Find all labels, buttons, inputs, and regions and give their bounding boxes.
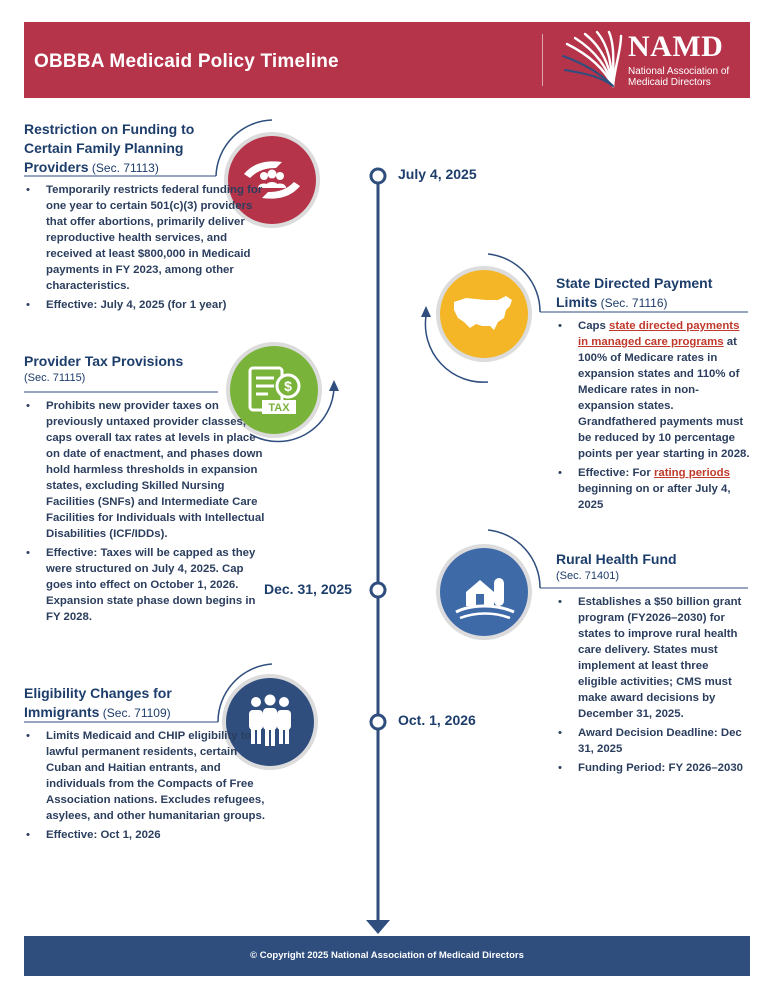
immigrant-bullet-2: Effective: Oct 1, 2026 [24,827,268,843]
state-directed-title: State Directed Payment Limits (Sec. 7111… [556,274,750,313]
immigrant-sec: (Sec. 71109) [99,706,171,720]
tax-arc-arrow-icon [329,380,339,391]
immigrant-title-line1: Eligibility Changes for [24,685,172,701]
immigrant-title-line2: Immigrants [24,704,100,720]
family-bullet-2: Effective: July 4, 2025 (for 1 year) [24,297,268,313]
header-banner: OBBBA Medicaid Policy Timeline NAMD Nati… [24,22,750,98]
date-july-2025: July 4, 2025 [398,166,477,182]
state-arc-arrow-icon [421,306,431,317]
us-map-icon [436,266,532,362]
state-bullet-1: Caps state directed payments in managed … [556,318,750,462]
namd-logo-mark-icon [562,30,623,88]
provider-tax-title: Provider Tax Provisions (Sec. 71115) [24,352,224,385]
rural-sec: (Sec. 71401) [556,570,619,582]
state-directed-bullets: Caps state directed payments in managed … [556,318,750,516]
rural-health-bullets: Establishes a $50 billion grant program … [556,594,750,779]
rural-bullet-2: Award Decision Deadline: Dec 31, 2025 [556,725,750,757]
family-title-line2: Certain Family Planning [24,140,184,156]
rural-health-title: Rural Health Fund (Sec. 71401) [556,550,750,583]
state-b2-post: beginning on or after July 4, 2025 [578,483,731,511]
immigrants-title: Eligibility Changes for Immigrants (Sec.… [24,684,224,723]
svg-text:$: $ [284,378,292,394]
rural-bullet-1: Establishes a $50 billion grant program … [556,594,750,722]
page-title: OBBBA Medicaid Policy Timeline [34,51,339,72]
family-bullet-1: Temporarily restricts federal funding fo… [24,182,268,294]
rural-title-text: Rural Health Fund [556,551,677,567]
date-oct-2026: Oct. 1, 2026 [398,712,476,728]
tax-bullet-2: Effective: Taxes will be capped as they … [24,545,268,625]
family-title-line1: Restriction on Funding to [24,121,195,137]
copyright-text: © Copyright 2025 National Association of… [250,950,524,961]
state-sec: (Sec. 71116) [597,296,668,310]
logo-name: NAMD [628,30,724,63]
footer-banner: © Copyright 2025 National Association of… [24,936,750,976]
state-directed-payments-link[interactable]: state directed payments in managed care … [578,320,740,348]
state-bullet-2: Effective: For rating periods beginning … [556,465,750,513]
tax-bullet-1: Prohibits new provider taxes on previous… [24,398,268,542]
timeline-node-july [369,167,387,185]
timeline-arrow-icon [366,920,390,934]
immigrants-bullets: Limits Medicaid and CHIP eligibility to … [24,728,268,846]
header-divider [542,34,543,86]
family-title-line3: Providers [24,159,89,175]
tax-icon-text: TAX [268,402,290,414]
family-sec: (Sec. 71113) [88,161,159,175]
state-title-line1: State Directed Payment [556,275,713,291]
logo-subtitle: National Association of Medicaid Directo… [628,66,729,88]
state-title-line2: Limits [556,294,598,310]
tax-sec: (Sec. 71115) [24,372,86,384]
family-planning-title: Restriction on Funding to Certain Family… [24,120,224,178]
barn-icon [436,544,532,640]
rating-periods-link[interactable]: rating periods [653,467,730,479]
state-b1-pre: Caps [578,320,610,332]
tax-title-text: Provider Tax Provisions [24,353,184,369]
family-planning-bullets: Temporarily restricts federal funding fo… [24,182,268,316]
timeline-node-dec [369,581,387,599]
logo-sub-line2: Medicaid Directors [628,77,711,88]
provider-tax-bullets: Prohibits new provider taxes on previous… [24,398,268,628]
state-b2-pre: Effective: For [578,467,654,479]
state-b1-post: at 100% of Medicare rates in expansion s… [578,336,750,460]
timeline-node-oct [369,713,387,731]
logo-sub-line1: National Association of [628,66,730,77]
rural-bullet-3: Funding Period: FY 2026–2030 [556,760,750,776]
date-dec-2025: Dec. 31, 2025 [264,581,352,597]
immigrant-bullet-1: Limits Medicaid and CHIP eligibility to … [24,728,268,824]
